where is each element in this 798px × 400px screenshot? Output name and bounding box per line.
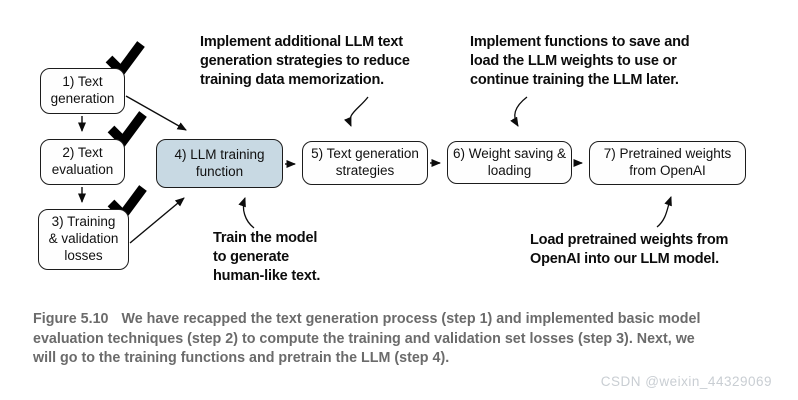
arrow-step1-to-step4 bbox=[125, 95, 187, 131]
step-2-text-evaluation-box: 2) Text evaluation bbox=[40, 139, 125, 185]
arrow-annotation-to-step7 bbox=[656, 196, 672, 228]
step-7-pretrained-weights-box: 7) Pretrained weights from OpenAI bbox=[589, 141, 746, 185]
arrow-annotation-to-step4 bbox=[238, 197, 255, 229]
annotation-generation-strategies: Implement additional LLM text generation… bbox=[200, 34, 410, 88]
step-4-llm-training-function-box: 4) LLM training function bbox=[156, 139, 283, 188]
arrow-annotation-to-step5 bbox=[344, 96, 369, 127]
arrow-annotation-to-step6 bbox=[510, 96, 528, 127]
step-5-text-generation-strategies-box: 5) Text generation strategies bbox=[302, 141, 428, 185]
annotation-load-pretrained-weights: Load pretrained weights from OpenAI into… bbox=[530, 232, 729, 267]
step-6-weight-saving-loading-box: 6) Weight saving & loading bbox=[447, 141, 572, 184]
figure-caption-text: We have recapped the text generation pro… bbox=[33, 311, 701, 366]
checkmark-icon bbox=[107, 111, 147, 149]
checkmark-icon bbox=[105, 41, 145, 79]
watermark-text: CSDN @weixin_44329069 bbox=[600, 374, 772, 389]
annotation-train-model: Train the model to generate human-like t… bbox=[213, 230, 321, 284]
step-3-training-validation-losses-box: 3) Training & validation losses bbox=[38, 209, 129, 270]
arrow-step3-to-step4 bbox=[129, 197, 185, 244]
figure-caption-label: Figure 5.10 bbox=[33, 311, 109, 327]
annotation-save-load-weights: Implement functions to save and load the… bbox=[470, 34, 690, 88]
step-1-text-generation-box: 1) Text generation bbox=[40, 68, 125, 114]
